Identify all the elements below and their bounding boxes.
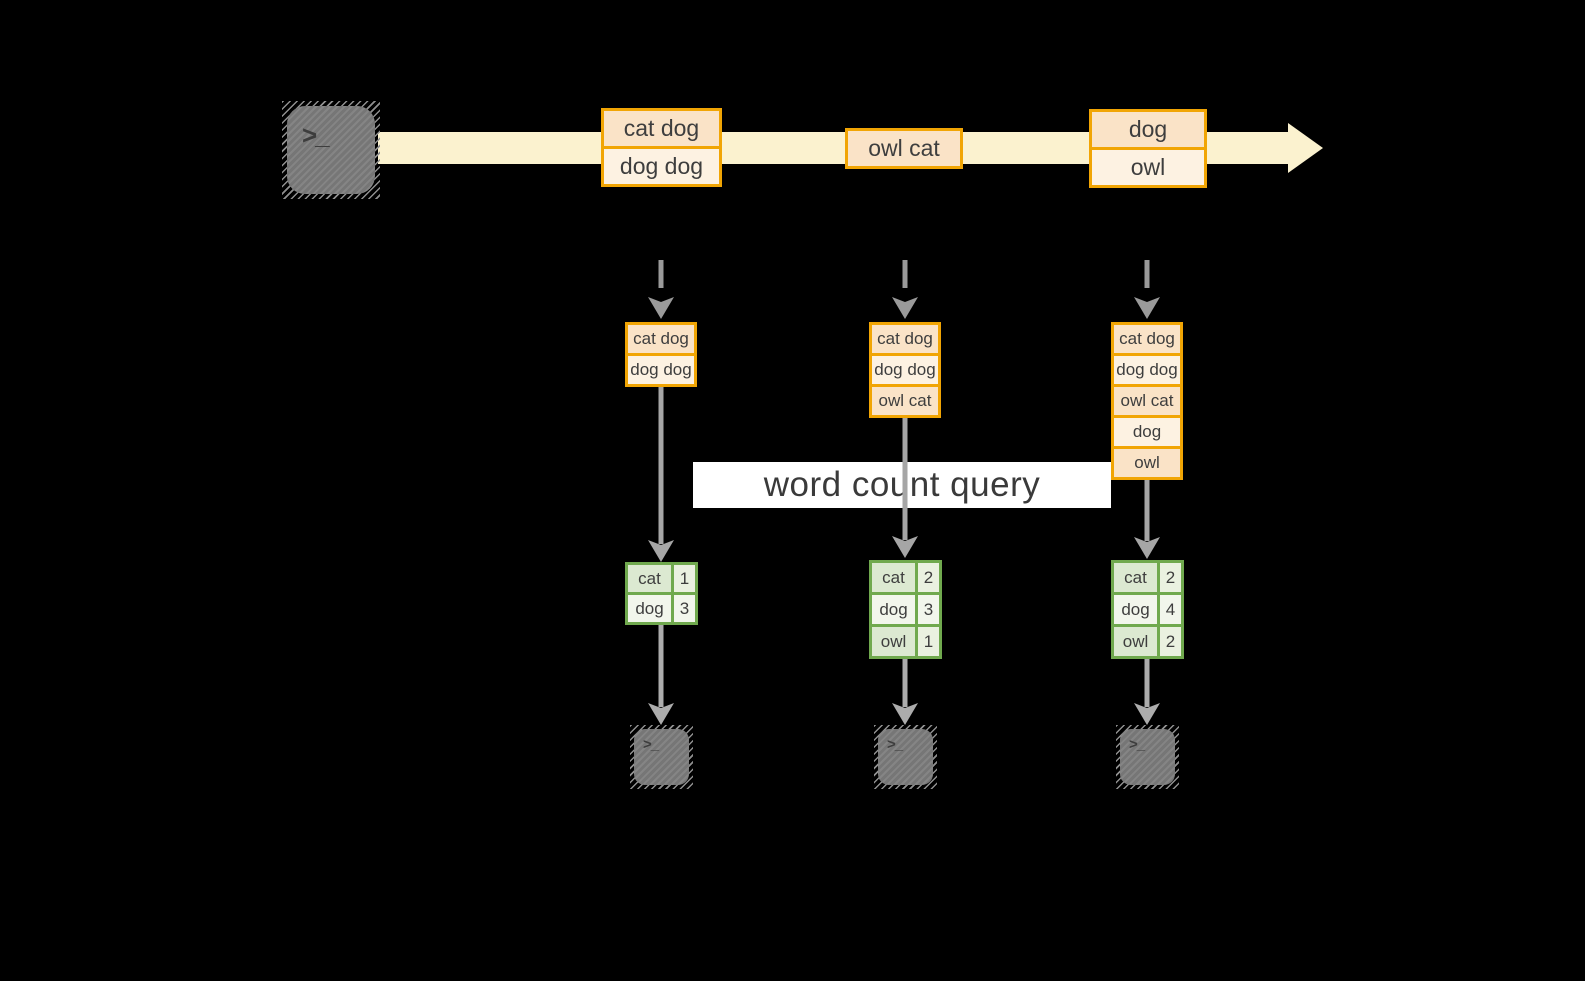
state-line: owl cat xyxy=(1114,387,1180,415)
terminal-icon: >_ xyxy=(1116,725,1179,789)
stream-event-box: owl cat xyxy=(845,128,963,169)
terminal-prompt-icon: >_ xyxy=(1129,736,1145,753)
stream-event-box: cat dog dog dog xyxy=(601,108,722,187)
stream-event-line: owl xyxy=(1092,150,1204,185)
terminal-prompt-icon: >_ xyxy=(887,736,903,753)
count-word: cat xyxy=(628,565,671,592)
count-word: dog xyxy=(1114,595,1157,624)
count-value: 1 xyxy=(918,627,939,656)
count-word: cat xyxy=(872,563,915,592)
state-line: cat dog xyxy=(872,325,938,353)
terminal-prompt-icon: >_ xyxy=(302,120,330,150)
state-line: dog xyxy=(1114,418,1180,446)
state-box: cat dog dog dog owl cat xyxy=(869,322,941,418)
count-word: dog xyxy=(628,595,671,622)
count-value: 2 xyxy=(1160,627,1181,656)
state-line: dog dog xyxy=(628,356,694,384)
stream-event-line: owl cat xyxy=(848,131,960,166)
count-word: dog xyxy=(872,595,915,624)
query-label-band: word count query xyxy=(693,462,1111,508)
count-value: 3 xyxy=(918,595,939,624)
state-line: dog dog xyxy=(1114,356,1180,384)
stream-event-line: cat dog xyxy=(604,111,719,146)
state-line: dog dog xyxy=(872,356,938,384)
ingest-arrows-dashed xyxy=(648,260,1160,319)
state-line: owl xyxy=(1114,449,1180,477)
count-table: cat 1 dog 3 xyxy=(625,562,698,625)
stream-event-line: dog xyxy=(1092,112,1204,147)
state-line: owl cat xyxy=(872,387,938,415)
count-word: owl xyxy=(1114,627,1157,656)
count-value: 3 xyxy=(674,595,695,622)
state-box: cat dog dog dog xyxy=(625,322,697,387)
state-line: cat dog xyxy=(1114,325,1180,353)
count-value: 1 xyxy=(674,565,695,592)
terminal-prompt-icon: >_ xyxy=(643,736,659,753)
terminal-icon: >_ xyxy=(282,101,380,199)
count-value: 2 xyxy=(918,563,939,592)
count-table: cat 2 dog 3 owl 1 xyxy=(869,560,942,659)
terminal-icon: >_ xyxy=(874,725,937,789)
stream-arrowhead-icon xyxy=(1288,123,1323,173)
stream-event-box: dog owl xyxy=(1089,109,1207,188)
count-value: 4 xyxy=(1160,595,1181,624)
query-label: word count query xyxy=(763,465,1041,504)
count-table: cat 2 dog 4 owl 2 xyxy=(1111,560,1184,659)
stream-event-line: dog dog xyxy=(604,149,719,184)
state-line: cat dog xyxy=(628,325,694,353)
count-word: cat xyxy=(1114,563,1157,592)
count-word: owl xyxy=(872,627,915,656)
terminal-icon: >_ xyxy=(630,725,693,789)
state-box: cat dog dog dog owl cat dog owl xyxy=(1111,322,1183,480)
count-value: 2 xyxy=(1160,563,1181,592)
